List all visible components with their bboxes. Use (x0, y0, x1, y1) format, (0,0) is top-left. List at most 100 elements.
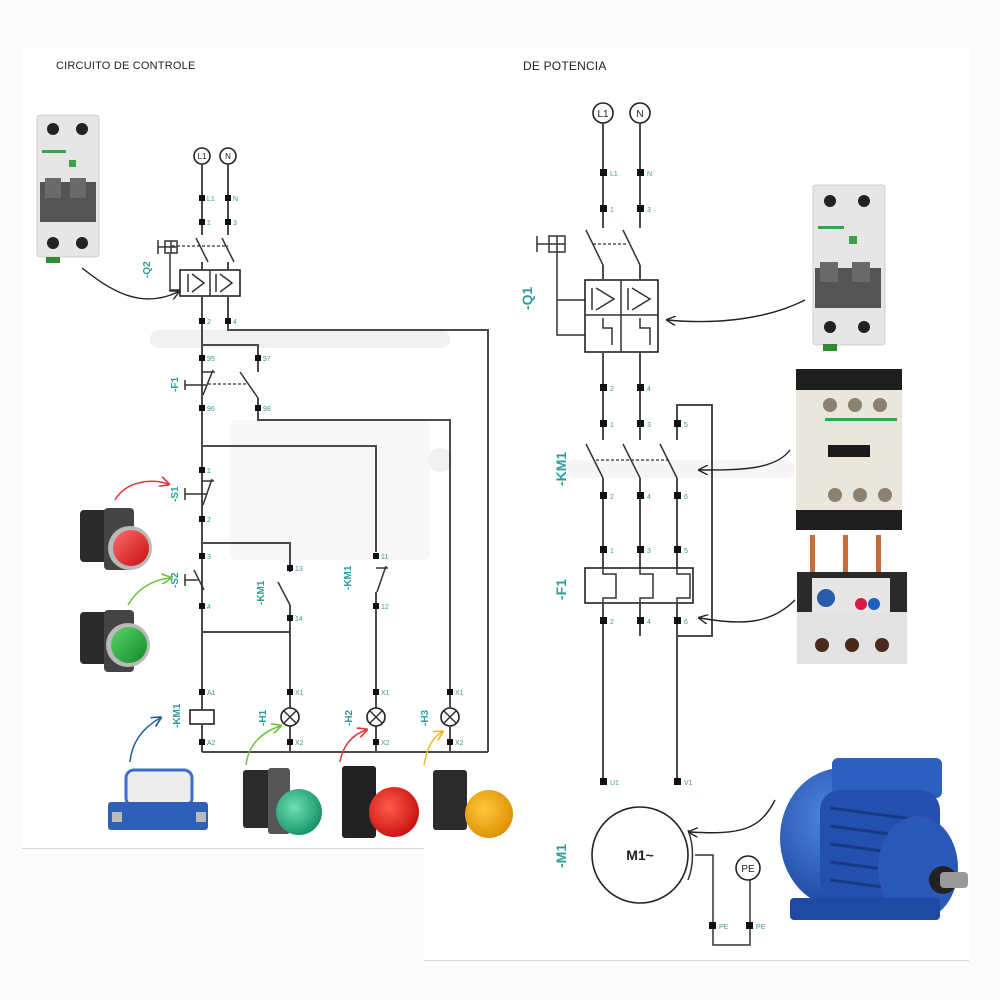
motor-label: M1~ (626, 847, 654, 863)
motor-arrow (690, 799, 776, 833)
supply-n-label: N (225, 152, 231, 161)
svg-text:1: 1 (207, 220, 211, 227)
svg-text:4: 4 (647, 386, 651, 393)
power-circuit-title: DE POTENCIA (523, 59, 607, 73)
contactor-photo (796, 369, 902, 530)
label-q2: -Q2 (142, 261, 153, 278)
lamp-h2-symbol (366, 707, 386, 727)
stop-button-photo (80, 508, 152, 570)
svg-text:6: 6 (684, 494, 688, 501)
pe-symbol-label: PE (741, 864, 755, 875)
label-km1-aux-nc: -KM1 (343, 565, 354, 590)
control-main-wires (201, 262, 489, 752)
svg-text:L1: L1 (207, 196, 215, 203)
svg-text:PE: PE (719, 924, 729, 931)
svg-text:3: 3 (207, 554, 211, 561)
q1-to-km1-wires (602, 265, 641, 440)
overload-relay-arrow (700, 599, 796, 622)
breaker-photo-left (36, 114, 100, 263)
svg-text:5: 5 (684, 548, 688, 555)
svg-text:N: N (233, 196, 238, 203)
lamp-h3-arrow (423, 732, 442, 766)
svg-text:3: 3 (647, 422, 651, 429)
power-supply-l1-label: L1 (597, 109, 609, 120)
svg-text:96: 96 (207, 406, 215, 413)
svg-text:4: 4 (207, 604, 211, 611)
h2-branch-wire (202, 445, 377, 552)
breaker-pointer-arrow (81, 267, 178, 299)
lamp-h2-arrow (339, 730, 366, 763)
power-supply-n-label: N (636, 109, 643, 120)
svg-text:A2: A2 (207, 740, 216, 747)
watermark (150, 330, 795, 560)
label-q1: -Q1 (519, 286, 535, 310)
breaker-q1-arrow (668, 299, 806, 322)
svg-text:PE: PE (756, 924, 766, 931)
power-supply: L1 N (592, 102, 651, 124)
stop-button-s1-symbol (184, 478, 214, 506)
svg-text:X1: X1 (455, 690, 464, 697)
svg-text:A1: A1 (207, 690, 216, 697)
svg-text:V1: V1 (684, 780, 693, 787)
svg-text:2: 2 (207, 517, 211, 524)
label-h1: -H1 (258, 709, 269, 726)
svg-text:11: 11 (381, 554, 388, 561)
svg-text:3: 3 (647, 548, 651, 555)
svg-text:X1: X1 (295, 690, 304, 697)
label-s1: -S1 (170, 486, 181, 502)
svg-text:6: 6 (684, 619, 688, 626)
label-s2: -S2 (170, 572, 181, 588)
overload-f1-power-symbol (584, 567, 694, 785)
stop-button-arrow (114, 481, 168, 501)
label-km1-coil: -KM1 (172, 703, 183, 728)
svg-text:U1: U1 (610, 780, 619, 787)
svg-text:4: 4 (647, 619, 651, 626)
label-h2: -H2 (344, 709, 355, 726)
lamp-green-photo (243, 768, 322, 835)
lamp-h1-symbol (280, 707, 300, 727)
svg-text:X2: X2 (455, 740, 464, 747)
control-terminals: L1 N 1 3 2 4 95 97 96 98 1 2 3 4 13 14 1… (199, 195, 464, 747)
lamp-yellow-photo (433, 770, 513, 838)
km1-seal-in-contact (277, 581, 291, 752)
f1-branch-wire (202, 344, 259, 372)
km1-coil-symbol (189, 690, 215, 752)
label-km1-power: -KM1 (553, 452, 569, 486)
lamp-red-photo (342, 766, 419, 838)
motor-m1-symbol: PE M1~ (591, 806, 761, 946)
svg-text:4: 4 (647, 494, 651, 501)
coil-photo (108, 768, 208, 830)
label-h3: -H3 (420, 709, 431, 726)
coil-arrow (129, 718, 160, 763)
svg-text:X2: X2 (295, 740, 304, 747)
svg-text:14: 14 (295, 616, 303, 623)
svg-text:N: N (647, 171, 652, 178)
svg-text:5: 5 (684, 422, 688, 429)
label-f1-power: -F1 (553, 579, 569, 600)
svg-text:98: 98 (263, 406, 271, 413)
breaker-q1-symbol (536, 229, 659, 353)
svg-text:1: 1 (207, 468, 211, 475)
start-button-s2-symbol (184, 569, 205, 591)
svg-text:2: 2 (610, 386, 614, 393)
power-terminals: L1 N 1 3 2 4 1 3 5 2 4 6 1 3 5 2 4 6 U1 … (600, 169, 766, 931)
svg-text:12: 12 (381, 604, 389, 611)
svg-text:2: 2 (610, 619, 614, 626)
svg-text:3: 3 (233, 220, 237, 227)
svg-text:3: 3 (647, 207, 651, 214)
svg-text:97: 97 (263, 356, 271, 363)
control-circuit-title: CIRCUITO DE CONTROLE (56, 60, 196, 72)
label-f1-control: -F1 (170, 377, 181, 392)
start-button-photo (80, 610, 150, 672)
svg-text:L1: L1 (610, 171, 618, 178)
breaker-q2-symbol (157, 237, 241, 297)
svg-text:2: 2 (610, 494, 614, 501)
control-supply-wires (201, 164, 229, 235)
control-supply: L1 N (193, 147, 237, 165)
power-supply-wires (602, 123, 641, 228)
lamp-h1-arrow (245, 726, 280, 766)
svg-text:1: 1 (610, 207, 614, 214)
svg-text:X1: X1 (381, 690, 390, 697)
start-button-arrow (127, 578, 170, 606)
